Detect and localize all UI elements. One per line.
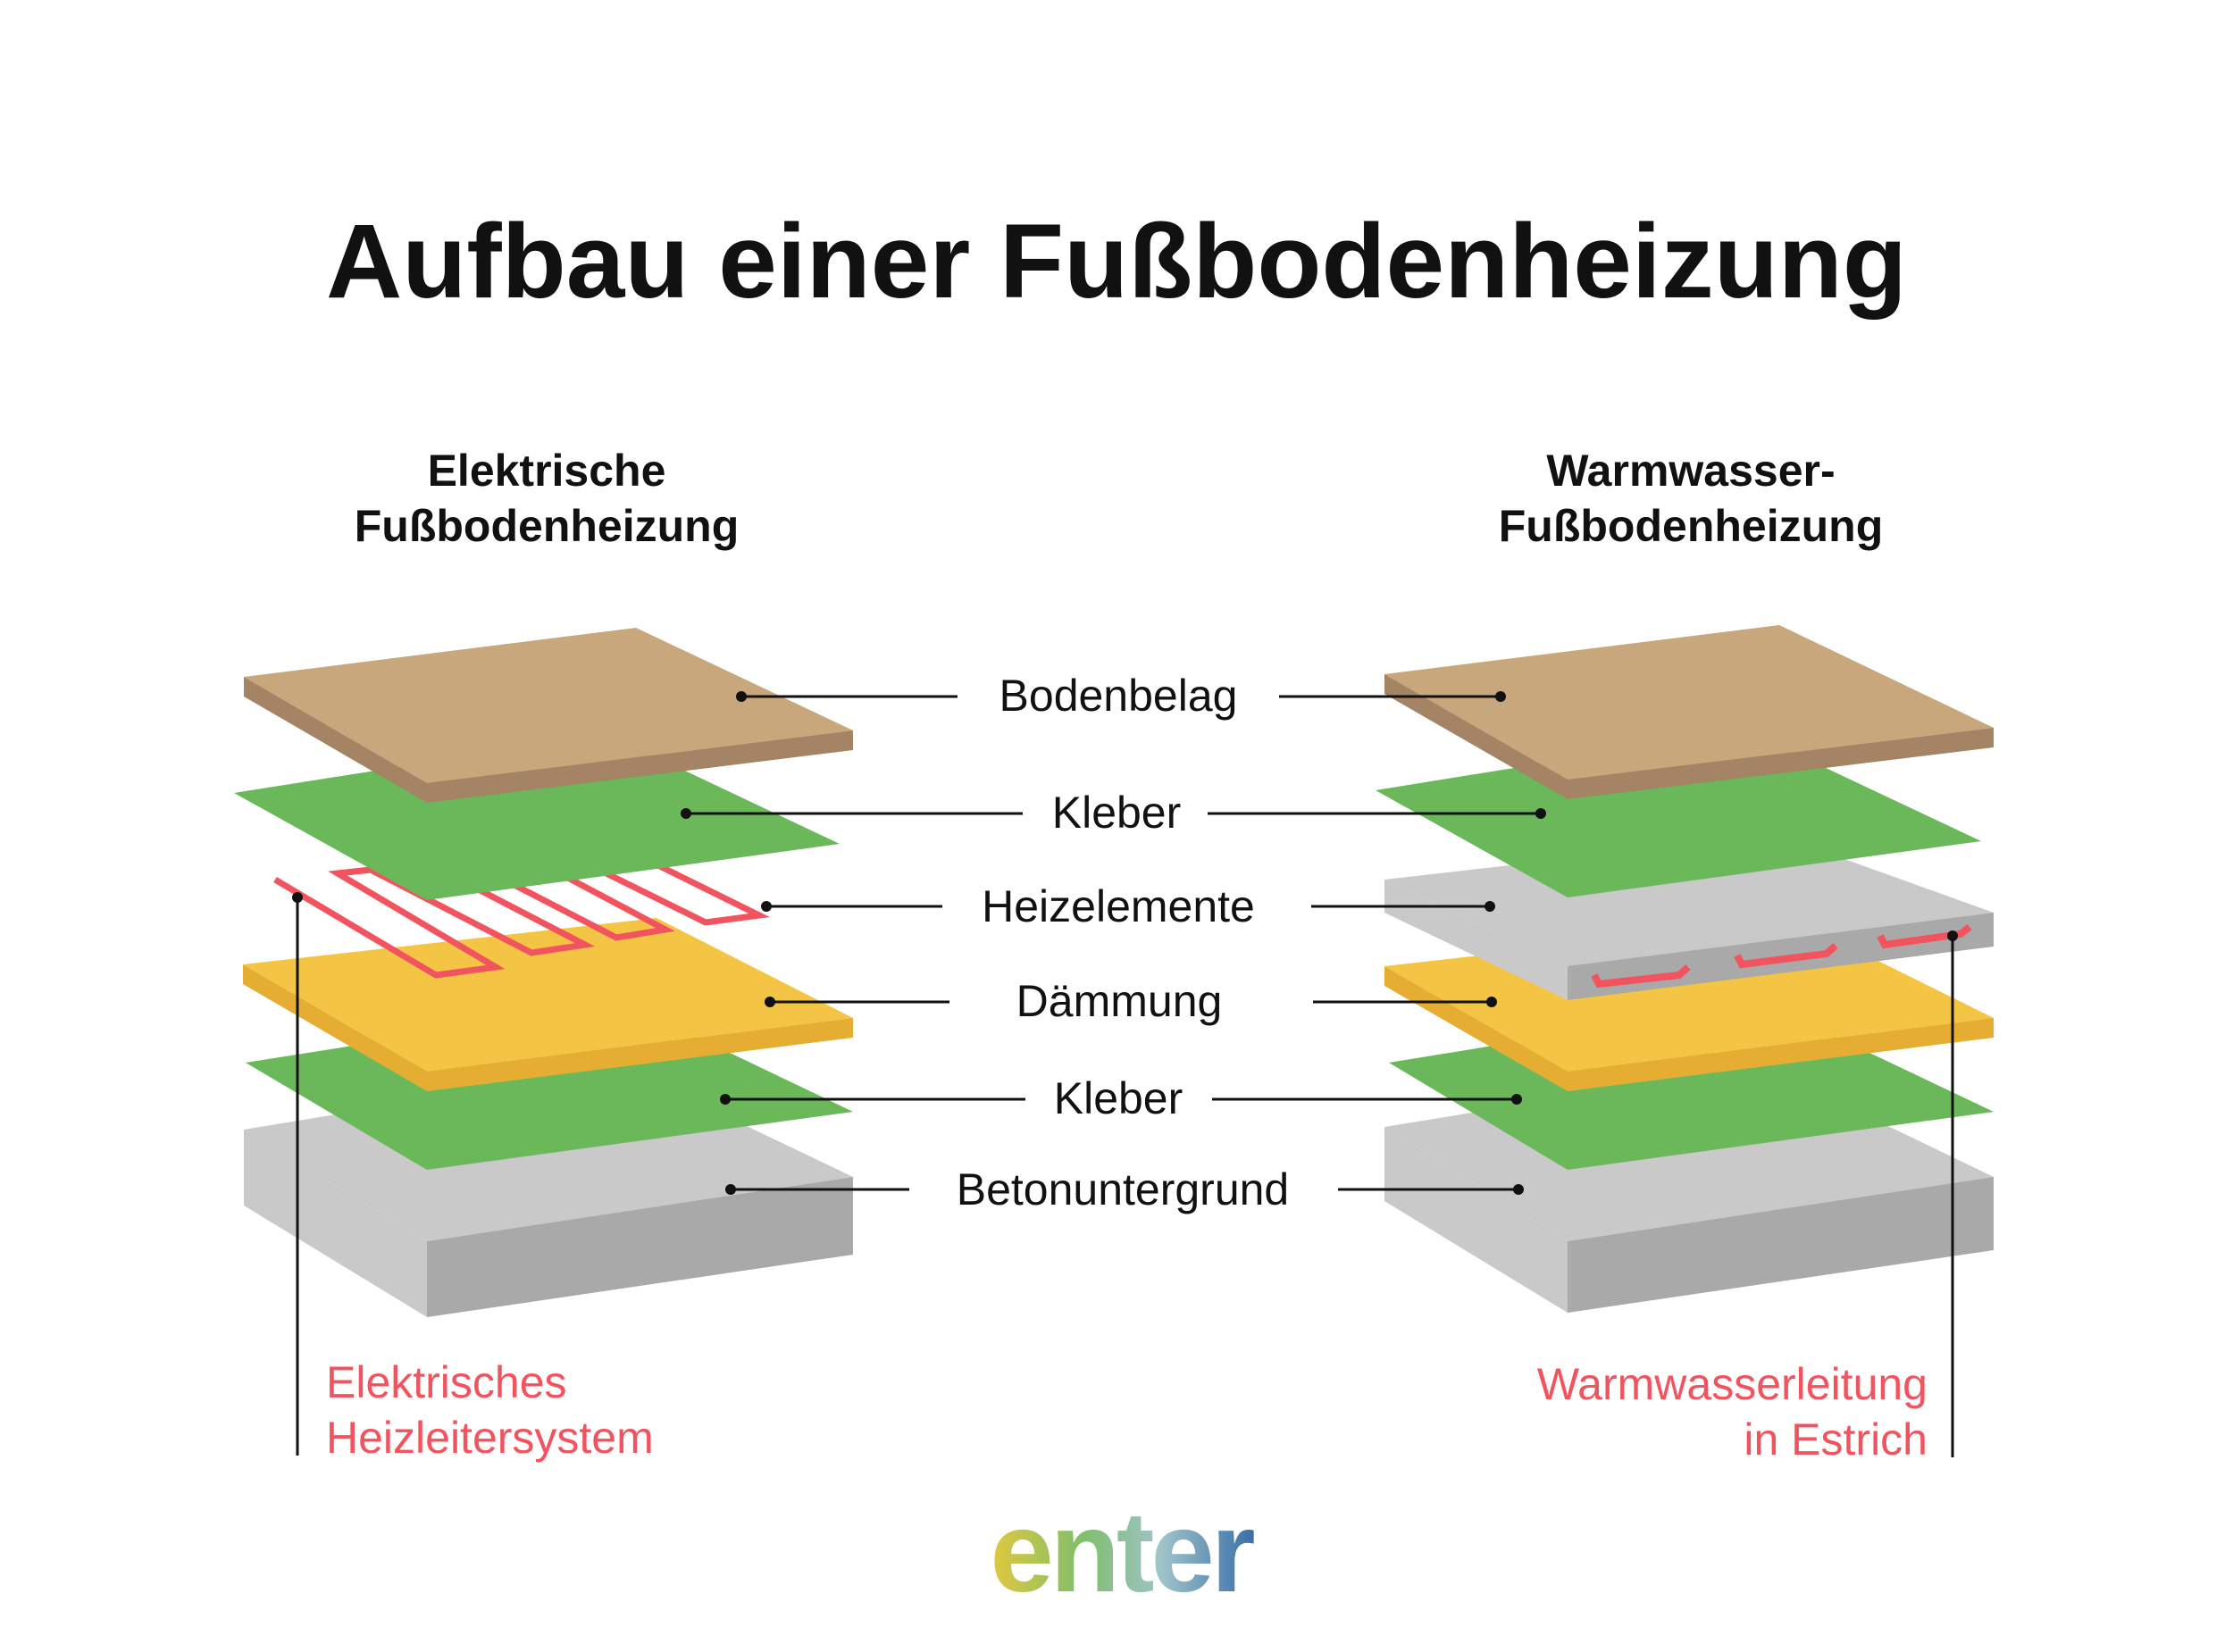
right-water-pipe (1591, 964, 1691, 989)
left-heading-line1: Elektrische (428, 446, 666, 496)
right-heading-line1: Warmwasser- (1546, 446, 1835, 496)
page-title: Aufbau einer Fußbodenheizung (326, 203, 1907, 321)
left-floor-covering-layer (244, 628, 853, 803)
left-layer-stack (234, 628, 853, 1317)
label-lower-adhesive: Kleber (1054, 1073, 1183, 1123)
label-upper-adhesive: Kleber (1052, 788, 1182, 838)
label-heating-elements: Heizelemente (982, 881, 1255, 931)
enter-logo: enter (991, 1489, 1254, 1616)
right-callout-line2: in Estrich (1744, 1414, 1928, 1464)
left-callout-line1: Elektrisches (326, 1357, 567, 1407)
label-concrete-base: Betonuntergrund (957, 1164, 1290, 1214)
right-floor-covering-layer (1384, 625, 1994, 799)
label-insulation: Dämmung (1016, 976, 1223, 1026)
right-layer-stack (1376, 625, 1994, 1313)
left-heading-line2: Fußbodenheizung (355, 501, 739, 551)
right-callout-line1: Warmwasserleitung (1537, 1359, 1928, 1409)
left-callout-line2: Heizleitersystem (326, 1413, 654, 1463)
right-heading-line2: Fußbodenheizung (1499, 501, 1883, 551)
leader-dots (292, 691, 1958, 1195)
label-floor-covering: Bodenbelag (999, 671, 1238, 721)
left-insulation-layer (243, 918, 853, 1091)
leader-lines (296, 695, 1954, 1457)
